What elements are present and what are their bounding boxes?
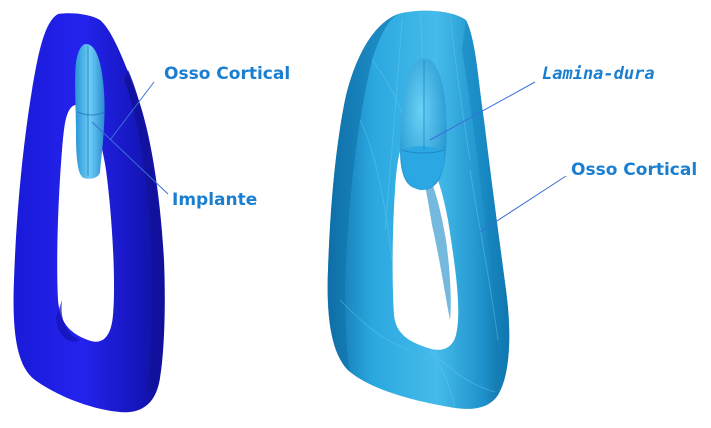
implant-model bbox=[75, 44, 104, 179]
label-lamina-dura: Lamina-dura bbox=[542, 66, 655, 83]
label-implante: Implante bbox=[172, 192, 257, 209]
implant-body bbox=[75, 44, 104, 179]
label-left-osso-cortical: Osso Cortical bbox=[164, 66, 290, 83]
label-right-osso-cortical: Osso Cortical bbox=[571, 162, 697, 179]
